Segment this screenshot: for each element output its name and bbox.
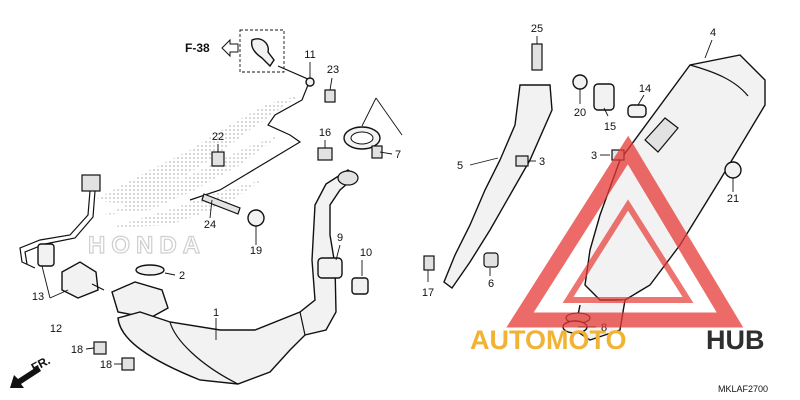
callout-21: 21	[727, 193, 739, 205]
bolt-25	[531, 43, 543, 71]
front-direction-marker: FR.	[10, 353, 52, 388]
callout-6: 6	[488, 278, 494, 290]
honda-wing-logo: HONDA	[87, 95, 300, 260]
arrow-down-left-icon	[10, 366, 41, 388]
leader-lines	[41, 36, 734, 365]
watermark-text-part2: HUB	[706, 325, 765, 355]
callout-24: 24	[204, 219, 216, 231]
nut-18b	[121, 357, 135, 371]
callout-13: 13	[32, 291, 44, 303]
bush-6	[483, 252, 499, 268]
clip-3a	[515, 155, 529, 167]
callout-numbers: 1 2 3 3 4 5 6 7 8 9 10 11 12 13 14 15 16…	[32, 23, 739, 371]
o2-sensor-wire	[189, 65, 315, 201]
small-parts	[93, 43, 742, 371]
callout-1: 1	[213, 307, 219, 319]
callout-5: 5	[457, 160, 463, 172]
callout-2: 2	[179, 270, 185, 282]
bolt-23	[324, 89, 336, 103]
reference-label: F-38	[185, 41, 210, 55]
nut-18a	[93, 341, 107, 355]
collar-9	[317, 257, 343, 279]
callout-11: 11	[304, 49, 315, 61]
bolt-24	[201, 193, 241, 215]
arrow-left-icon	[221, 38, 239, 58]
washer-19	[247, 209, 265, 227]
callout-16: 16	[319, 127, 331, 139]
exhaust-pipe	[117, 169, 359, 385]
callout-3-muffler: 3	[591, 150, 597, 162]
gasket	[135, 264, 165, 276]
callout-23: 23	[327, 64, 339, 76]
diagram-code: MKLAF2700	[718, 384, 768, 394]
callout-10: 10	[360, 247, 372, 259]
collar-10	[351, 277, 369, 295]
callout-20: 20	[574, 107, 586, 119]
callout-22: 22	[212, 131, 224, 143]
nut-21	[724, 161, 742, 179]
honda-logo-text: HONDA	[88, 232, 206, 259]
o2-sensor-clamp	[250, 38, 275, 68]
callout-15: 15	[604, 121, 616, 133]
bush-15	[593, 83, 615, 111]
callout-25: 25	[531, 23, 543, 35]
washer-20	[572, 74, 588, 90]
heat-shield	[443, 84, 553, 289]
bolt-22	[211, 151, 225, 167]
reference-box	[239, 29, 285, 73]
collar-14	[627, 104, 647, 118]
callout-12: 12	[50, 323, 62, 335]
o2-sensor	[61, 261, 105, 299]
reference-marker: F-38	[185, 29, 285, 73]
callout-8: 8	[601, 322, 607, 334]
callout-3-heatshield: 3	[539, 156, 545, 168]
bolt-16	[317, 147, 333, 161]
callout-18b: 18	[100, 359, 112, 371]
exhaust-band	[343, 126, 383, 159]
callout-19: 19	[250, 245, 262, 257]
exhaust-flange	[111, 281, 169, 319]
callout-18a: 18	[71, 344, 83, 356]
callout-4: 4	[710, 27, 716, 39]
callout-9: 9	[337, 232, 343, 244]
callout-17: 17	[422, 287, 434, 299]
bolt-17	[423, 255, 435, 271]
watermark-text-part1: AUTOMOTO	[470, 325, 627, 355]
callout-7: 7	[395, 149, 401, 161]
callout-14: 14	[639, 83, 651, 95]
watermark: AUTOMOTO HUB	[470, 135, 765, 355]
watermark-triangle	[506, 135, 744, 328]
sensor-harness	[19, 174, 101, 269]
